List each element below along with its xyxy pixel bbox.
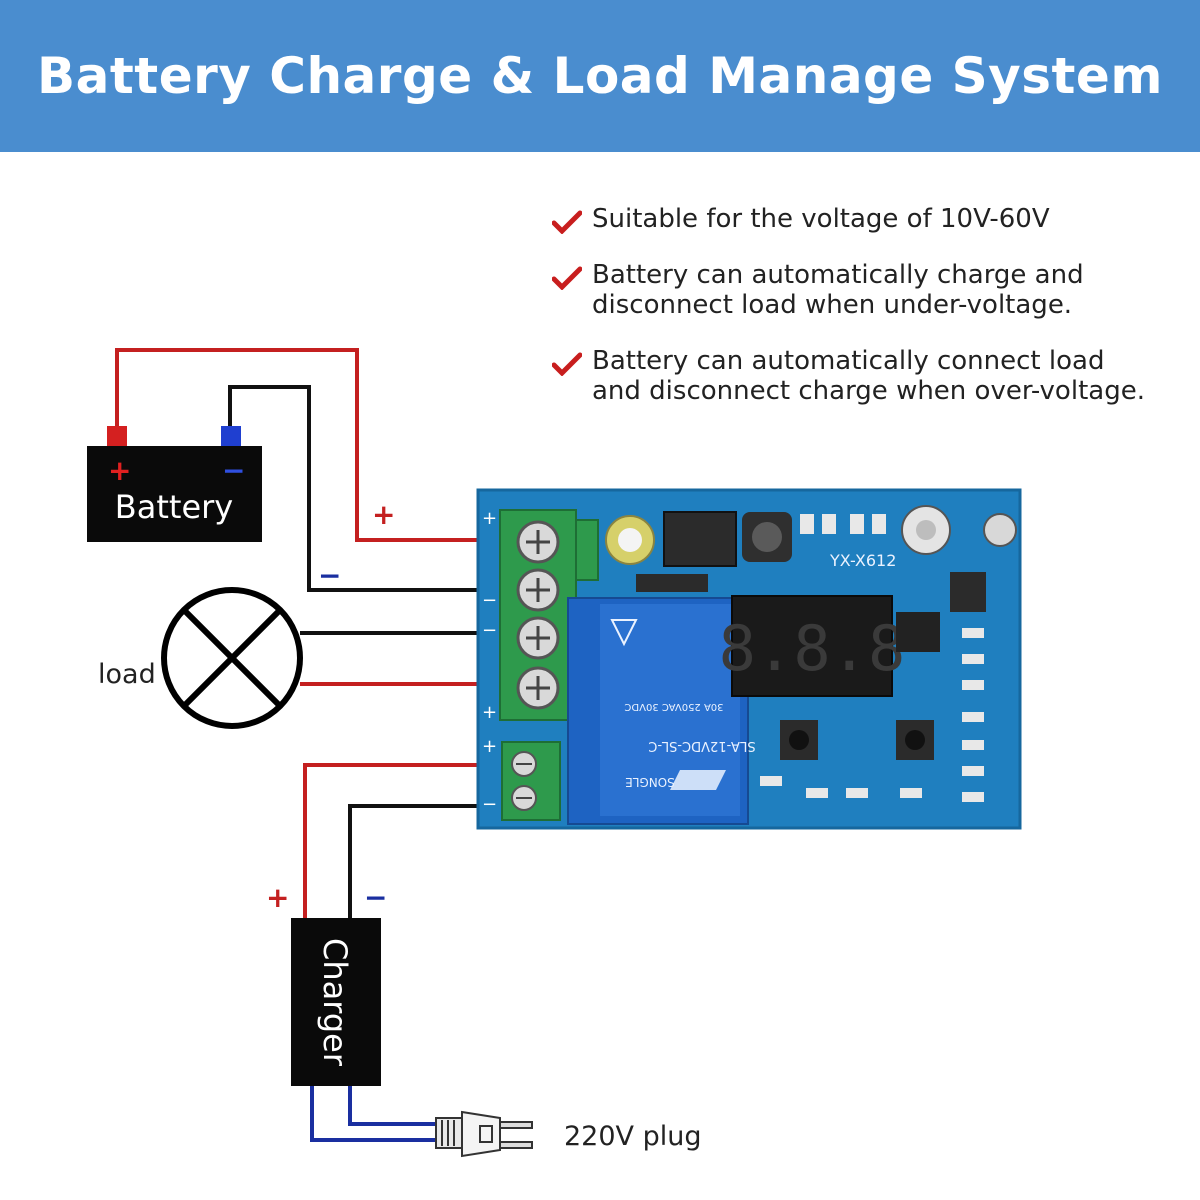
battery-negative-wire: [228, 385, 482, 592]
smd-component: [822, 514, 836, 534]
smd-component: [962, 654, 984, 664]
battery-body: [87, 446, 262, 542]
led-display-value: 8.8.8: [719, 612, 906, 685]
feature-text: Battery can automatically connect load a…: [592, 346, 1145, 406]
capacitor-icon: [901, 505, 951, 555]
plug-icon: [435, 1110, 533, 1158]
check-icon: [552, 210, 582, 234]
capacitor-icon: [983, 513, 1017, 547]
relay-brand-text: SONGLE: [625, 775, 675, 789]
terminal-label: −: [482, 620, 497, 641]
plug-label: 220V plug: [564, 1121, 701, 1152]
plug-wire-2: [348, 1086, 438, 1126]
smd-component: [806, 788, 828, 798]
smd-component: [800, 514, 814, 534]
smd-component: [962, 712, 984, 722]
plug-wire-1: [310, 1086, 438, 1142]
smd-component: [850, 514, 864, 534]
terminal-label: +: [482, 736, 497, 757]
charger-plus-label: +: [266, 881, 289, 914]
relay: SLA-12VDC-SL-C SONGLE 30A 250VAC 30VDC: [567, 597, 756, 825]
charger-minus-label: −: [364, 881, 387, 914]
screw-icon: [516, 568, 560, 612]
smd-component: [962, 792, 984, 802]
feature-item: Battery can automatically charge and dis…: [552, 260, 1192, 320]
warning-icon: [610, 619, 638, 647]
feature-list: Suitable for the voltage of 10V-60V Batt…: [552, 204, 1192, 432]
terminal-label: +: [482, 508, 497, 529]
lamp-cross-2: [181, 607, 283, 709]
board-model-label: YX-X612: [829, 551, 896, 570]
terminal-label: +: [482, 702, 497, 723]
led-display: 8.8.8: [719, 595, 906, 697]
smd-component: [962, 628, 984, 638]
mcu-chip: [896, 612, 940, 652]
smd-component: [636, 574, 708, 592]
terminal-label: −: [482, 590, 497, 611]
wire-plus-label: +: [372, 498, 395, 531]
smd-component: [962, 766, 984, 776]
screw-icon: [511, 751, 537, 777]
screw-icon: [516, 616, 560, 660]
transistor-icon: [950, 572, 986, 612]
battery-negative-terminal: [221, 426, 241, 446]
push-button-icon: [896, 720, 934, 760]
charger: Charger: [291, 918, 381, 1086]
smd-component: [846, 788, 868, 798]
charger-label: Charger: [316, 938, 354, 1067]
smd-component: [962, 680, 984, 690]
smd-component: [872, 514, 886, 534]
battery-label: Battery: [115, 488, 233, 526]
screw-icon: [516, 666, 560, 710]
controller-board: + − − + + − SLA-12VDC-SL-C SONGLE 3: [476, 488, 1022, 830]
battery-minus-mark: −: [222, 454, 245, 487]
regulator-chip: [663, 511, 737, 567]
feature-item: Battery can automatically connect load a…: [552, 346, 1192, 406]
load-lamp: [161, 587, 303, 729]
relay-model-text: SLA-12VDC-SL-C: [648, 738, 755, 753]
relay-rating-text: 30A 250VAC 30VDC: [624, 701, 723, 712]
wire-minus-label: −: [318, 559, 341, 592]
charger-body: [291, 918, 381, 1086]
battery: + − Battery: [87, 426, 262, 542]
push-button-icon: [780, 720, 818, 760]
terminal-label: −: [482, 794, 497, 815]
feature-text: Suitable for the voltage of 10V-60V: [592, 204, 1050, 234]
inductor-icon: [742, 512, 792, 562]
smd-component: [760, 776, 782, 786]
smd-component: [900, 788, 922, 798]
screw-icon: [511, 785, 537, 811]
charger-positive-wire: [303, 763, 482, 918]
check-icon: [552, 266, 582, 290]
battery-plus-mark: +: [108, 454, 131, 487]
smd-component: [962, 740, 984, 750]
battery-positive-terminal: [107, 426, 127, 446]
page-title: Battery Charge & Load Manage System: [37, 47, 1163, 105]
charger-negative-wire: [348, 804, 482, 918]
battery-positive-wire: [115, 348, 482, 542]
terminal-block-2: [501, 741, 561, 821]
feature-item: Suitable for the voltage of 10V-60V: [552, 204, 1192, 234]
screw-icon: [516, 520, 560, 564]
check-icon: [552, 352, 582, 376]
songle-logo-icon: [670, 770, 726, 790]
load-label: load: [98, 659, 156, 690]
capacitor-icon: [605, 515, 655, 565]
title-banner: Battery Charge & Load Manage System: [0, 0, 1200, 152]
feature-text: Battery can automatically charge and dis…: [592, 260, 1084, 320]
